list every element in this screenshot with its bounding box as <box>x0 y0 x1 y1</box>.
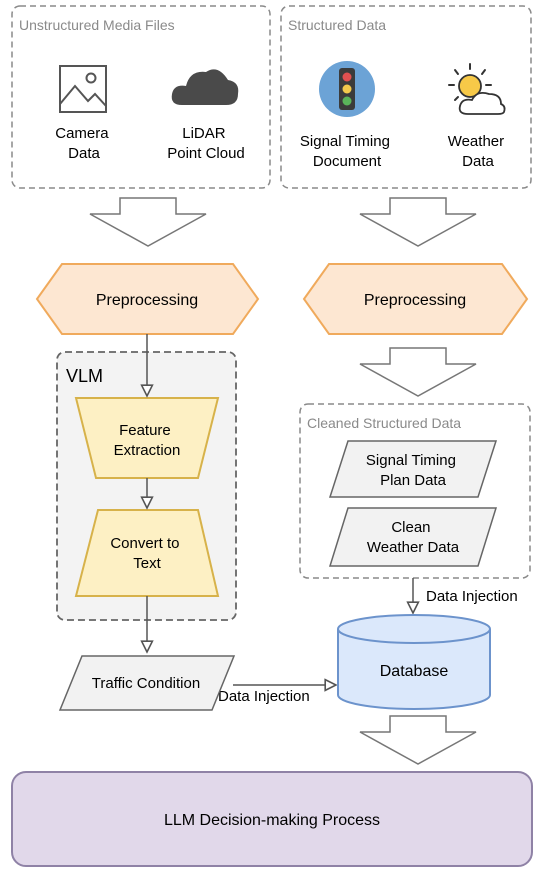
llm-decision-process: LLM Decision-making Process <box>11 771 533 867</box>
sun-cloud-icon <box>448 63 506 115</box>
camera-line-1: Camera <box>55 125 109 142</box>
signal-timing-label: Signal Timing Document <box>300 133 394 170</box>
signal-plan-line-2: Plan Data <box>380 472 447 489</box>
connectors <box>147 334 413 685</box>
signal-line-2: Document <box>313 153 382 170</box>
traffic-light-icon <box>319 61 375 117</box>
weather-label: Weather Data <box>448 133 509 170</box>
preprocessing-right: Preprocessing <box>302 263 529 335</box>
lidar-line-2: Point Cloud <box>167 145 245 162</box>
database: Database <box>337 614 491 710</box>
block-arrow-right-mid <box>359 347 477 397</box>
image-icon <box>59 65 107 113</box>
data-injection-bottom-label: Data Injection <box>218 688 310 705</box>
feature-line-1: Feature <box>119 422 171 439</box>
unstructured-media-group: Unstructured Media Files <box>11 5 271 189</box>
feature-extraction-label: Feature Extraction <box>114 422 181 459</box>
convert-to-text-label: Convert to Text <box>110 535 183 572</box>
cloud-icon <box>171 69 239 105</box>
camera-line-2: Data <box>68 145 100 162</box>
preprocessing-left: Preprocessing <box>35 263 260 335</box>
llm-label: LLM Decision-making Process <box>164 812 380 829</box>
clean-weather-label: Clean Weather Data <box>367 519 460 556</box>
data-injection-right-label: Data Injection <box>426 588 518 605</box>
block-arrow-left-top <box>89 197 207 247</box>
weather-line-1: Weather <box>448 133 504 150</box>
preprocessing-right-label: Preprocessing <box>364 292 466 309</box>
vlm-title: VLM <box>66 366 103 386</box>
traffic-condition: Traffic Condition <box>58 655 236 711</box>
camera-data-label: Camera Data <box>55 125 113 162</box>
signal-line-1: Signal Timing <box>300 133 390 150</box>
lidar-line-1: LiDAR <box>182 125 226 142</box>
clean-weather-line-2: Weather Data <box>367 539 460 556</box>
traffic-condition-label: Traffic Condition <box>92 675 200 692</box>
lidar-label: LiDAR Point Cloud <box>167 125 245 162</box>
clean-weather-data: Clean Weather Data <box>328 507 498 567</box>
feature-line-2: Extraction <box>114 442 181 459</box>
convert-line-1: Convert to <box>110 535 179 552</box>
block-arrows <box>89 197 477 765</box>
cleaned-data-group: Cleaned Structured Data <box>299 403 531 579</box>
unstructured-group-title: Unstructured Media Files <box>19 17 175 33</box>
block-arrow-right-top <box>359 197 477 247</box>
database-label: Database <box>380 663 449 680</box>
signal-plan-line-1: Signal Timing <box>366 452 456 469</box>
block-arrow-bottom <box>359 715 477 765</box>
feature-extraction: Feature Extraction <box>74 397 220 479</box>
convert-line-2: Text <box>133 555 161 572</box>
signal-timing-plan-data: Signal Timing Plan Data <box>328 440 498 498</box>
structured-data-group: Structured Data <box>280 5 532 189</box>
cleaned-group-title: Cleaned Structured Data <box>307 415 461 431</box>
preprocessing-left-label: Preprocessing <box>96 292 198 309</box>
structured-group-title: Structured Data <box>288 17 386 33</box>
signal-plan-label: Signal Timing Plan Data <box>366 452 460 489</box>
weather-line-2: Data <box>462 153 494 170</box>
clean-weather-line-1: Clean <box>391 519 430 536</box>
convert-to-text: Convert to Text <box>74 509 220 597</box>
